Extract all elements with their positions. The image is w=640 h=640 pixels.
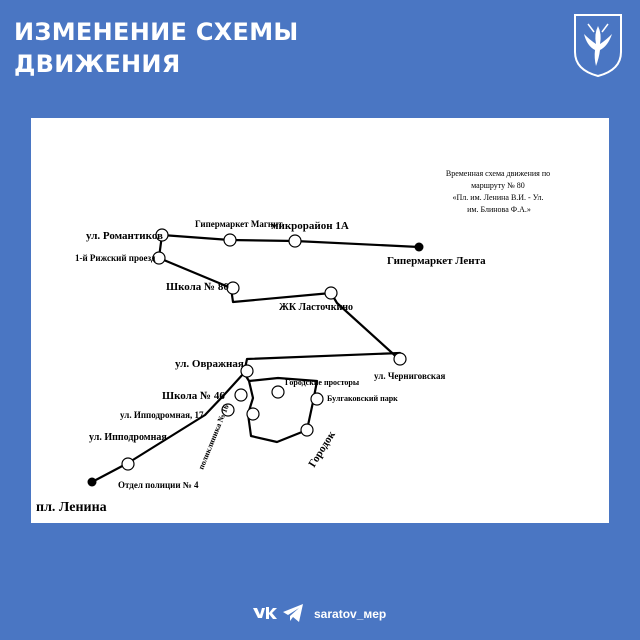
stop-school46 bbox=[234, 388, 248, 402]
label-mkr1a: микрорайон 1А bbox=[271, 220, 349, 232]
label-chernigovskaya: ул. Черниговская bbox=[374, 371, 445, 381]
stop-prostory bbox=[271, 385, 285, 399]
saratov-coat-of-arms-icon bbox=[574, 14, 622, 78]
map-caption-line-1: Временная схема движения по bbox=[446, 169, 550, 178]
label-ovrazhnaya: ул. Овражная bbox=[175, 358, 244, 370]
route-map: Временная схема движения по маршруту № 8… bbox=[36, 169, 552, 515]
stop-poly16 bbox=[246, 407, 260, 421]
vk-logo-icon[interactable] bbox=[252, 606, 278, 620]
stop-magnit bbox=[223, 233, 237, 247]
stop-terminal-lenta bbox=[414, 242, 424, 252]
social-handle[interactable]: saratov_мер bbox=[314, 607, 387, 621]
label-ippodrom: ул. Ипподромная bbox=[89, 432, 167, 443]
stop-terminal-lenina bbox=[87, 477, 97, 487]
telegram-icon[interactable] bbox=[282, 603, 304, 623]
label-romantikov: ул. Романтиков bbox=[86, 230, 163, 242]
stop-ovrazhnaya bbox=[240, 364, 254, 378]
stop-gorodok bbox=[300, 423, 314, 437]
label-lenta: Гипермаркет Лента bbox=[387, 255, 486, 267]
stop-romantikov bbox=[155, 228, 169, 242]
stop-lastochkino bbox=[324, 286, 338, 300]
label-lastochkino: ЖК Ласточкино bbox=[279, 302, 353, 313]
label-rizhsky: 1-й Рижский проезд bbox=[75, 253, 156, 263]
stop-bulgakov bbox=[310, 392, 324, 406]
map-caption-line-2: маршруту № 80 bbox=[471, 181, 525, 190]
stop-school80 bbox=[226, 281, 240, 295]
stop-mkr1a bbox=[288, 234, 302, 248]
page-title: ИЗМЕНЕНИЕ СХЕМЫ ДВИЖЕНИЯ bbox=[14, 16, 299, 80]
stop-ippodrom bbox=[121, 457, 135, 471]
map-caption-line-4: им. Блинова Ф.А.» bbox=[467, 205, 531, 214]
label-police4: Отдел полиции № 4 bbox=[118, 480, 199, 490]
label-bulgakov: Булгаковский парк bbox=[327, 394, 398, 403]
label-lenina: пл. Ленина bbox=[36, 500, 107, 515]
label-ippodrom17: ул. Ипподромная, 17 bbox=[120, 410, 204, 420]
label-school46: Школа № 46 bbox=[162, 390, 225, 402]
stop-chernigovskaya bbox=[393, 352, 407, 366]
label-prostory: Городские просторы bbox=[285, 378, 360, 387]
route-map-panel: Временная схема движения по маршруту № 8… bbox=[31, 118, 609, 523]
label-magnit: Гипермаркет Магнит bbox=[195, 219, 283, 229]
stop-ippodrom17 bbox=[221, 403, 235, 417]
stop-rizhsky bbox=[152, 251, 166, 265]
title-line-1: ИЗМЕНЕНИЕ СХЕМЫ bbox=[14, 18, 299, 46]
map-caption-line-3: «Пл. им. Ленина В.И. - Ул. bbox=[453, 193, 544, 202]
title-line-2: ДВИЖЕНИЯ bbox=[14, 50, 181, 78]
label-school80: Школа № 80 bbox=[166, 281, 229, 293]
svg-text:Временная схема движения по: Временная схема движения по маршруту № 8… bbox=[446, 169, 552, 214]
route-line bbox=[91, 233, 420, 483]
